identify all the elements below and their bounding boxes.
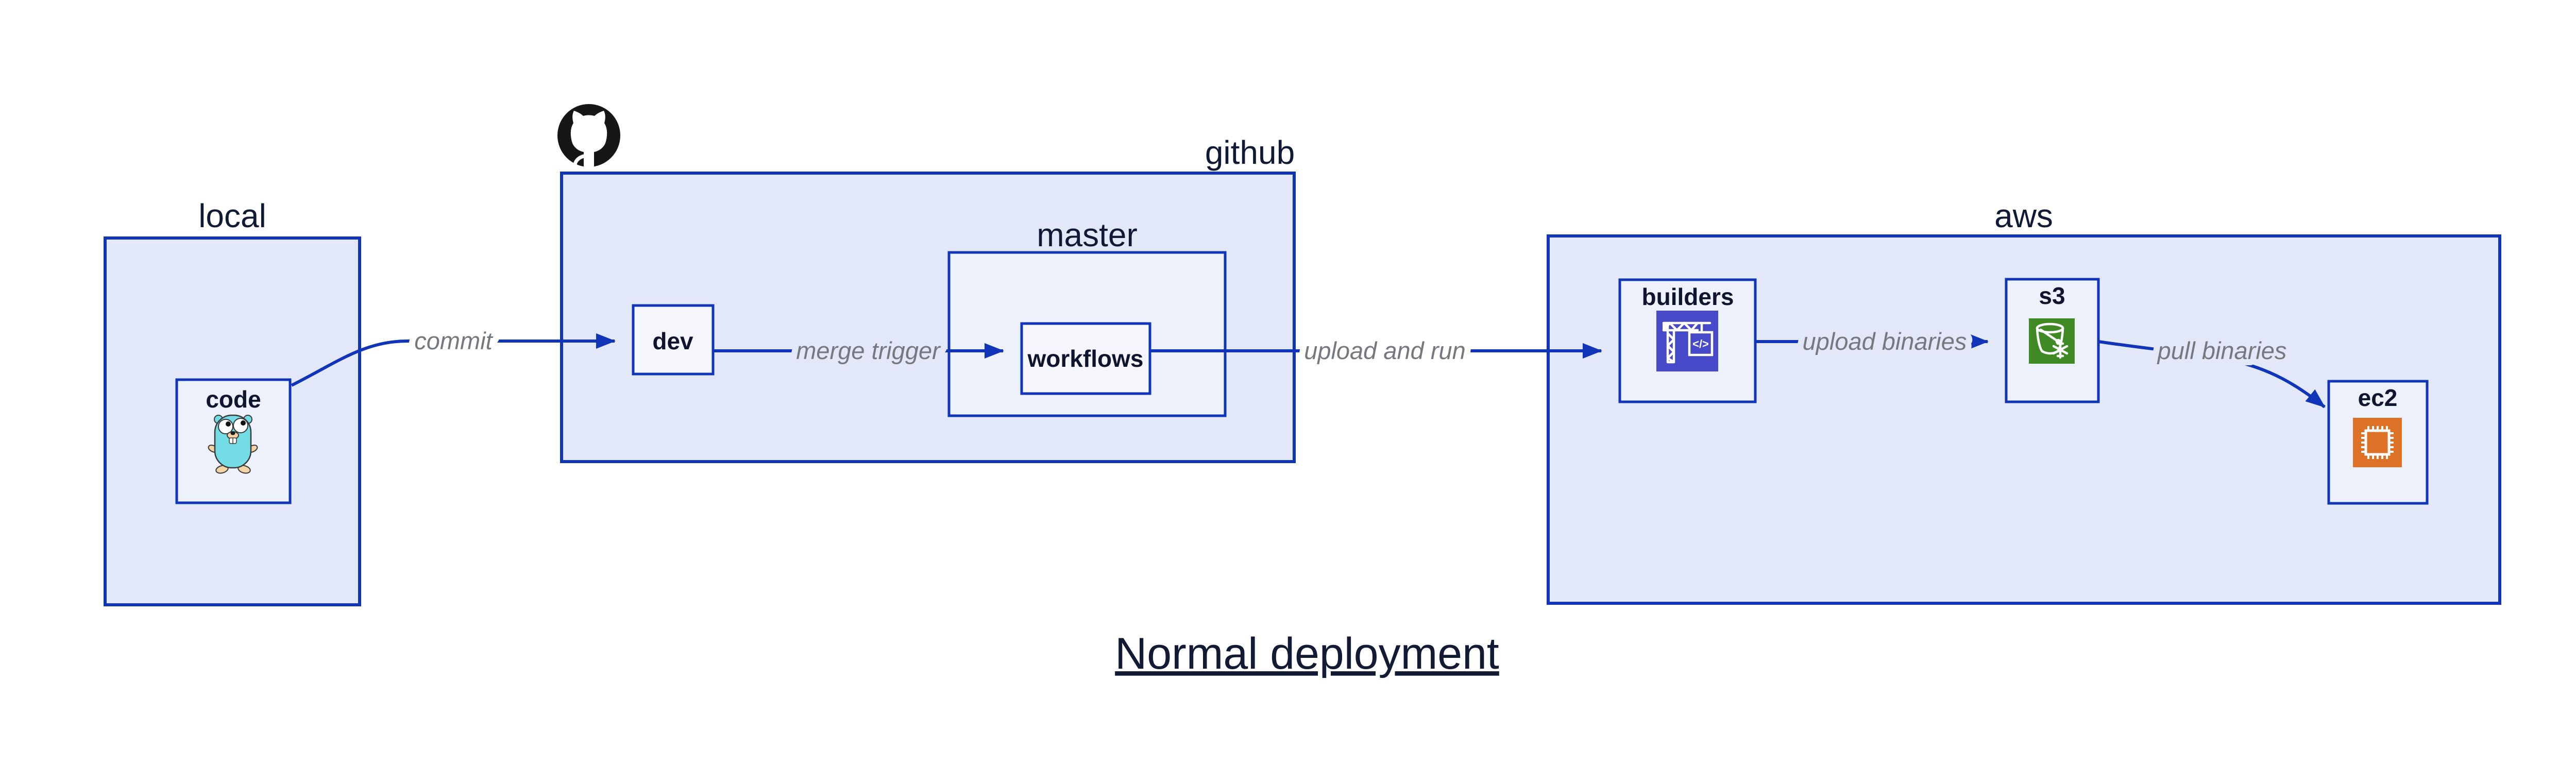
edge-label-upload-and-run: upload and run — [1304, 337, 1466, 364]
workflows-node-box — [1020, 322, 1151, 395]
diagram-title: Normal deployment — [1115, 629, 1499, 678]
dev-node-box — [632, 304, 715, 376]
dev-node-label: dev — [652, 328, 693, 354]
github-octocat-icon — [557, 104, 620, 172]
edge-commit — [291, 333, 616, 387]
ec2-node-label: ec2 — [2358, 384, 2398, 411]
aws-s3-bucket-snowflake-icon — [2029, 318, 2075, 364]
edge-pull-binaries — [2098, 340, 2326, 409]
github-container-label: github — [1205, 134, 1295, 171]
s3-node-label: s3 — [2039, 282, 2065, 309]
edge-label-upload-binaries: upload binaries — [1803, 328, 1967, 355]
builders-node-label: builders — [1642, 283, 1734, 310]
codebuild-code-glyph: </> — [1692, 337, 1709, 350]
aws-container-label: aws — [1994, 197, 2053, 234]
master-container-label: master — [1037, 216, 1138, 253]
code-node-label: code — [206, 386, 261, 413]
edge-label-commit: commit — [414, 327, 493, 354]
workflows-node-label: workflows — [1027, 345, 1144, 372]
local-container-label: local — [198, 197, 266, 234]
go-gopher-icon — [208, 414, 258, 474]
aws-ec2-chip-icon — [2353, 418, 2402, 467]
aws-codebuild-crane-icon: </> — [1656, 311, 1718, 371]
edge-label-pull-binaries: pull binaries — [2157, 337, 2287, 364]
edge-label-merge-trigger: merge trigger — [796, 337, 941, 364]
